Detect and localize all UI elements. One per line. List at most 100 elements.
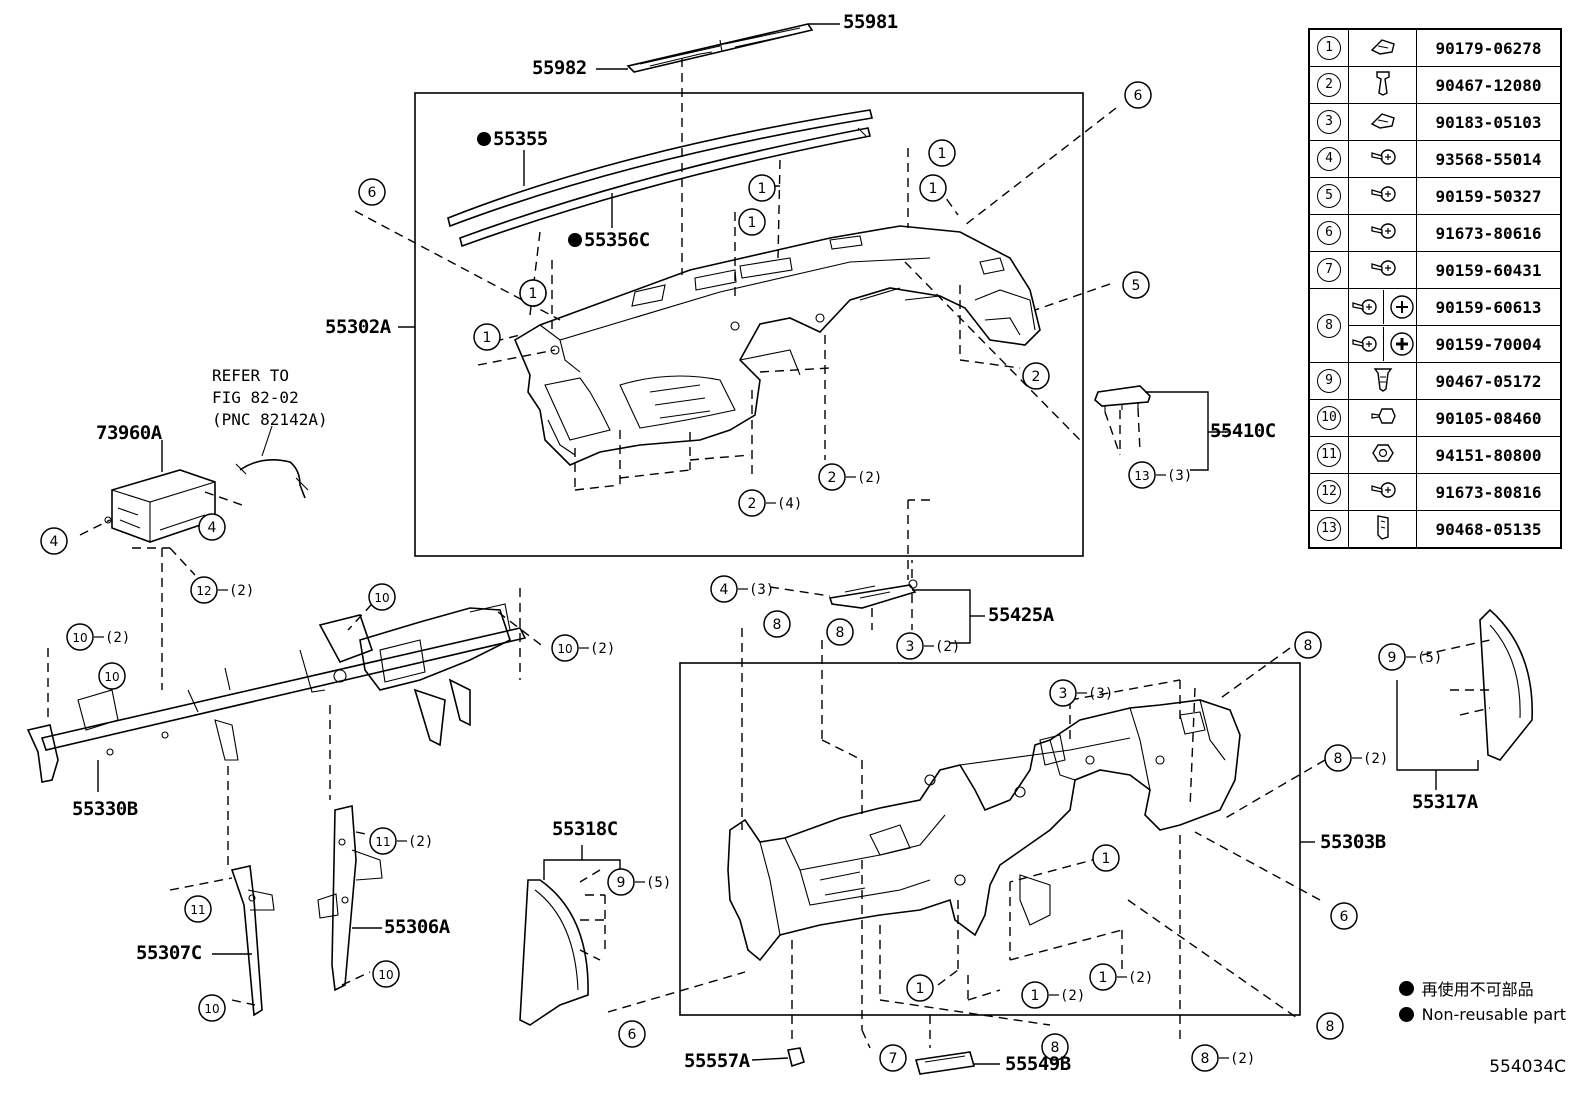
knee-airbag-part <box>104 469 216 543</box>
callout-circle <box>738 208 766 236</box>
screw-icon <box>1348 325 1417 363</box>
fastener-index: 4 <box>1308 140 1349 178</box>
panel-reinforcement-part <box>727 699 1241 962</box>
part-label-55356c: 55356C <box>568 231 650 250</box>
callout-number: 1 <box>929 181 938 197</box>
callout-1: 1 <box>738 208 766 236</box>
legend-row-jp: 再使用不可部品 <box>1398 975 1566 1001</box>
callout-5: 5 <box>1122 271 1150 299</box>
callout-number: 1 <box>483 330 492 346</box>
fastener-part-number: 90105-08460 <box>1416 399 1562 437</box>
callout-number: 5 <box>1132 278 1141 294</box>
fastener-index: 7 <box>1308 251 1349 289</box>
part-label-55982: 55982 <box>532 57 587 79</box>
defroster-garnish-part <box>626 23 814 73</box>
callout-9-qty: 9(5) <box>1378 643 1442 671</box>
callout-number: 8 <box>1326 1019 1335 1035</box>
callout-circle <box>1092 844 1120 872</box>
callout-10: 10 <box>368 583 396 611</box>
callout-6: 6 <box>1124 81 1152 109</box>
callout-1-qty: 1(2) <box>1089 963 1153 991</box>
callout-circle <box>818 463 846 491</box>
part-label-55302a: 55302A <box>325 316 391 338</box>
part-label-55330b: 55330B <box>72 798 138 820</box>
callout-circle <box>473 323 501 351</box>
callout-quantity: (2) <box>590 641 615 657</box>
callout-2: 2 <box>1022 362 1050 390</box>
callout-4: 4 <box>40 527 68 555</box>
callout-1: 1 <box>1092 844 1120 872</box>
instrument-panel-part <box>513 225 1041 466</box>
callout-number: 9 <box>617 875 626 891</box>
legend-jp-text: 再使用不可部品 <box>1421 980 1534 999</box>
callout-circle <box>826 618 854 646</box>
part-label-73960a: 73960A <box>96 422 162 444</box>
callout-10-qty: 10(2) <box>66 623 130 651</box>
screw-icon <box>1348 251 1417 289</box>
callout-10: 10 <box>198 994 226 1022</box>
callout-circle <box>369 827 397 855</box>
callout-number: 2 <box>1032 369 1041 385</box>
clip-nut-icon <box>1348 103 1417 141</box>
callout-circle <box>1124 81 1152 109</box>
callout-number: 11 <box>190 903 205 917</box>
callout-number: 10 <box>557 642 572 656</box>
callout-3-qty: 3(2) <box>896 632 960 660</box>
callout-circle <box>618 1020 646 1048</box>
callout-number: 2 <box>748 496 757 512</box>
fastener-index: 8 <box>1308 288 1349 363</box>
clip-part-55557a <box>787 1047 805 1068</box>
weatherstrip-part <box>447 109 873 248</box>
callout-number: 8 <box>773 617 782 633</box>
airbag-wire-harness <box>235 425 309 499</box>
push-clip-icon <box>1348 66 1417 104</box>
screw-icon <box>1348 140 1417 178</box>
callout-circle <box>198 513 226 541</box>
callout-quantity: (3) <box>1167 468 1192 484</box>
callout-circle <box>906 974 934 1002</box>
callout-circle <box>198 994 226 1022</box>
part-label-55410c: 55410C <box>1210 420 1276 442</box>
callout-quantity: (2) <box>1230 1051 1255 1067</box>
callout-circle <box>1128 461 1156 489</box>
callout-number: 8 <box>1304 638 1313 654</box>
callout-10: 10 <box>372 960 400 988</box>
callout-8: 8 <box>1316 1012 1344 1040</box>
callout-8: 8 <box>826 618 854 646</box>
callout-number: 1 <box>1031 988 1040 1004</box>
callout-circle <box>1316 1012 1344 1040</box>
callout-number: 1 <box>916 981 925 997</box>
callout-circle <box>372 960 400 988</box>
side-panel-right-part <box>1479 608 1533 761</box>
fastener-index-circle: 6 <box>1317 221 1341 245</box>
callout-number: 8 <box>1051 1040 1060 1056</box>
callout-13-qty: 13(3) <box>1128 461 1192 489</box>
non-reusable-dot-icon <box>1398 980 1414 996</box>
callout-number: 1 <box>938 146 947 162</box>
non-reusable-dot-icon <box>1398 1006 1414 1022</box>
callout-circle <box>1089 963 1117 991</box>
callout-circle <box>748 174 776 202</box>
callout-number: 6 <box>628 1027 637 1043</box>
fastener-index: 13 <box>1308 510 1349 549</box>
callout-2-qty: 2(2) <box>818 463 882 491</box>
callout-circle <box>1324 744 1352 772</box>
callout-1: 1 <box>519 279 547 307</box>
callout-10: 10 <box>98 662 126 690</box>
callout-8-qty: 8(2) <box>1324 744 1388 772</box>
callout-layer: 611111611522(2)2(4)13(3)4412(2)4(3)3(2)8… <box>40 81 1442 1072</box>
callout-circle <box>1294 631 1322 659</box>
callout-circle <box>1330 902 1358 930</box>
callout-quantity: (2) <box>408 834 433 850</box>
part-label-55356c-text: 55356C <box>584 229 650 251</box>
figure-id: 554034C <box>1489 1057 1566 1077</box>
callout-2-qty: 2(4) <box>738 489 802 517</box>
callout-8: 8 <box>1041 1033 1069 1061</box>
callout-circle <box>368 583 396 611</box>
callout-circle <box>1049 679 1077 707</box>
fastener-index: 6 <box>1308 214 1349 252</box>
